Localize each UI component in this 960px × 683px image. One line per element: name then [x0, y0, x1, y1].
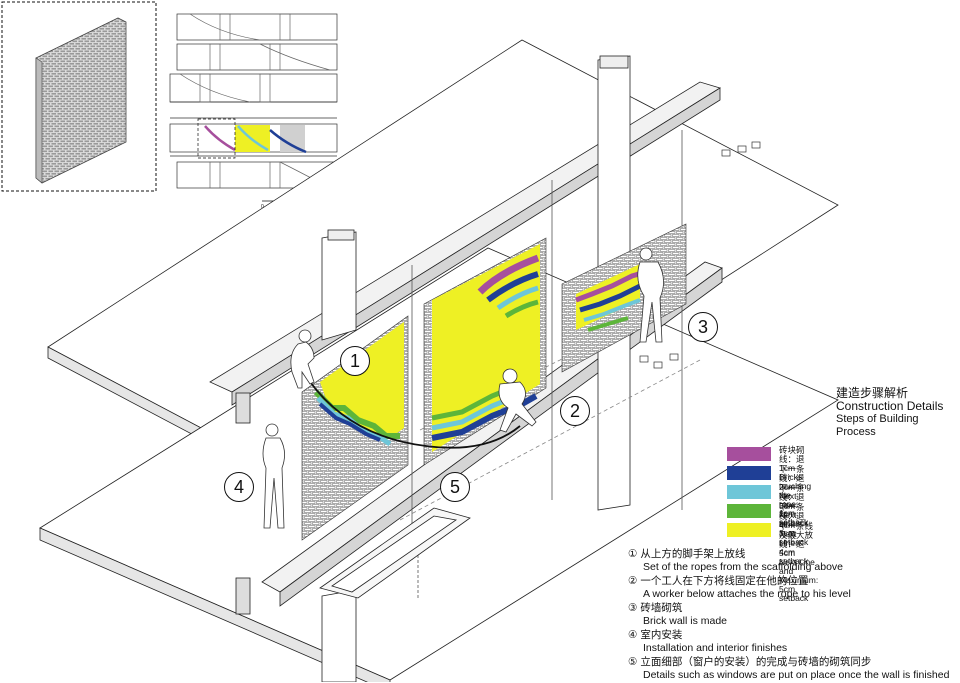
legend-swatch	[727, 447, 771, 461]
step-en: Brick wall is made	[643, 615, 728, 627]
legend-swatch	[727, 485, 771, 499]
marker-4: 4	[224, 472, 254, 502]
rope	[305, 375, 521, 449]
legend-cn: 下一条线：退3cm	[779, 483, 805, 511]
legend-en: Next Line: 4cm setback	[779, 529, 809, 566]
legend-cn: 下一条线：退2cm	[779, 464, 805, 492]
worker-4	[262, 423, 285, 529]
scale-label-0: 0	[261, 204, 264, 210]
title-block: 建造步骤解析 Construction Details Steps of Bui…	[836, 387, 960, 439]
step-en: A worker below attaches the rope to his …	[643, 588, 851, 600]
worker-figures	[262, 247, 664, 529]
title-en: Construction Details	[836, 399, 944, 413]
title-cn: 建造步骤解析	[836, 386, 909, 400]
worker-2	[498, 368, 537, 433]
step-cn: ⑤ 立面细部（窗户的安装）的完成与砖墙的砌筑同步	[628, 656, 872, 668]
legend-cn: 砖块砌线：退1cm	[779, 445, 805, 473]
inset-brick-wall	[1, 1, 157, 192]
legend-cn: 下一条线及最大放线：退5cm	[779, 521, 814, 558]
step-item: ④ 室内安装 Installation and interior finishe…	[628, 629, 949, 655]
step-en: Set of the ropes from the scaffolding ab…	[643, 561, 844, 573]
step-item: ③ 砖墙砌筑 Brick wall is made	[628, 602, 949, 628]
worker-1	[290, 329, 315, 389]
title-sub: Steps of Building Process	[836, 413, 919, 438]
steps-list: ① 从上方的脚手架上放线 Set of the ropes from the s…	[628, 548, 949, 683]
step-cn: ① 从上方的脚手架上放线	[628, 548, 746, 560]
marker-2: 2	[560, 396, 590, 426]
legend-swatch	[727, 466, 771, 480]
floor-bricks	[639, 141, 761, 369]
step-item: ⑤ 立面细部（窗户的安装）的完成与砖墙的砌筑同步 Details such as…	[628, 656, 949, 682]
step-cn: ④ 室内安装	[628, 629, 683, 641]
step-en: Installation and interior finishes	[643, 642, 788, 654]
legend-en: Next Line: 2cm setback	[779, 491, 809, 528]
legend-cn: 下一条线：退4cm	[779, 502, 805, 530]
step-item: ② 一个工人在下方将线固定在他的位置 A worker below attach…	[628, 575, 949, 601]
step-cn: ③ 砖墙砌筑	[628, 602, 683, 614]
elevation-drawing	[169, 13, 338, 202]
step-cn: ② 一个工人在下方将线固定在他的位置	[628, 575, 809, 587]
legend-en: Bricks touching the rope: 1cm setback	[779, 472, 812, 527]
worker-3	[637, 247, 664, 343]
legend-swatch	[727, 523, 771, 537]
marker-1: 1	[340, 346, 370, 376]
legend-en: Next Line and Maximum: 5cm setback	[779, 557, 819, 603]
legend-en: Next Line: 3cm setback	[779, 510, 809, 547]
step-item: ① 从上方的脚手架上放线 Set of the ropes from the s…	[628, 548, 949, 574]
step-en: Details such as windows are put on place…	[643, 669, 950, 681]
legend-swatch	[727, 504, 771, 518]
marker-3: 3	[688, 312, 718, 342]
marker-5: 5	[440, 472, 470, 502]
